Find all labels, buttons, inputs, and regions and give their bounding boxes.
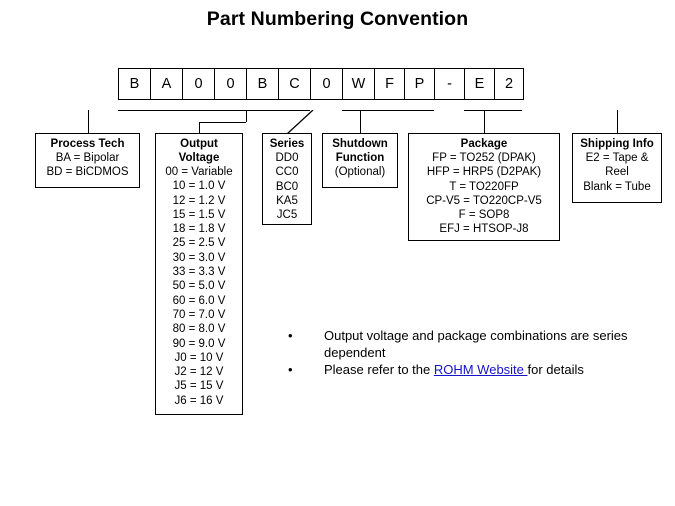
note-item: • Please refer to the ROHM Website for de… bbox=[288, 362, 660, 379]
legend-box-line: (Optional) bbox=[334, 166, 386, 178]
part-number-cell: C bbox=[279, 69, 311, 99]
legend-box-line: 18 = 1.8 V bbox=[172, 223, 226, 236]
legend-box-line: KA5 bbox=[276, 194, 298, 207]
legend-box-line: Reel bbox=[605, 166, 629, 179]
legend-box-line: FP = TO252 (DPAK) bbox=[432, 152, 536, 164]
legend-box-package: Package FP = TO252 (DPAK) HFP = HRP5 (D2PA… bbox=[408, 133, 560, 241]
connector-vertical bbox=[360, 110, 361, 133]
legend-box-line: 12 = 1.2 V bbox=[172, 194, 226, 207]
legend-box-line: 10 = 1.0 V bbox=[172, 180, 226, 193]
legend-box-line: 00 = Variable bbox=[165, 166, 233, 178]
note-text: Please refer to the ROHM Website for det… bbox=[324, 362, 660, 379]
legend-box-heading: Process Tech bbox=[50, 138, 125, 150]
note-text-post: for details bbox=[527, 362, 584, 377]
legend-box-line: EFJ = HTSOP-J8 bbox=[439, 223, 529, 236]
note-item: • Output voltage and package combinations… bbox=[288, 328, 660, 361]
legend-box-line: 30 = 3.0 V bbox=[172, 251, 226, 264]
legend-box-line: 60 = 6.0 V bbox=[172, 294, 226, 307]
connector-horizontal bbox=[374, 110, 434, 111]
legend-box-line: J0 = 10 V bbox=[174, 351, 224, 364]
legend-box-process-tech: Process Tech BA = Bipolar BD = BiCDMOS bbox=[35, 133, 140, 188]
connector-horizontal bbox=[118, 110, 182, 111]
part-number-cell: 0 bbox=[215, 69, 247, 99]
legend-box-line: CP-V5 = TO220CP-V5 bbox=[426, 194, 542, 207]
note-text-pre: Please refer to the bbox=[324, 362, 434, 377]
part-number-cell: B bbox=[247, 69, 279, 99]
part-number-cell: A bbox=[151, 69, 183, 99]
connector-vertical bbox=[88, 110, 89, 133]
legend-box-line: F = SOP8 bbox=[458, 209, 510, 222]
legend-box-line: 33 = 3.3 V bbox=[172, 266, 226, 279]
connector-diagonal bbox=[286, 110, 314, 135]
connector-horizontal bbox=[182, 110, 246, 111]
legend-box-heading: Shutdown bbox=[332, 138, 388, 150]
legend-box-heading: Output bbox=[180, 138, 218, 150]
legend-box-heading: Shipping Info bbox=[580, 138, 654, 150]
legend-box-line: 70 = 7.0 V bbox=[172, 308, 226, 321]
legend-box-line: 50 = 5.0 V bbox=[172, 280, 226, 293]
legend-box-line: E2 = Tape & bbox=[585, 152, 649, 164]
legend-box-heading: Package bbox=[460, 138, 508, 150]
page-title: Part Numbering Convention bbox=[206, 8, 469, 30]
part-number-cell: 2 bbox=[504, 76, 514, 92]
connector-vertical bbox=[199, 122, 200, 133]
part-number-cell: B bbox=[119, 69, 151, 99]
legend-box-line: 80 = 8.0 V bbox=[172, 323, 226, 336]
legend-box-line: CC0 bbox=[275, 166, 299, 179]
legend-box-line: DD0 bbox=[275, 152, 299, 164]
legend-box-line: 90 = 9.0 V bbox=[172, 337, 226, 350]
part-number-cell: 0 bbox=[311, 69, 343, 99]
part-number-cell: P bbox=[405, 69, 435, 99]
part-number-cell: E bbox=[465, 69, 495, 99]
legend-box-line: Blank = Tube bbox=[583, 180, 651, 193]
note-text-pre: Output voltage and package combinations … bbox=[324, 328, 628, 360]
connector-vertical bbox=[484, 110, 485, 133]
bullet-icon: • bbox=[288, 362, 293, 377]
legend-box-line: 15 = 1.5 V bbox=[172, 208, 226, 221]
legend-box-line: JC5 bbox=[276, 209, 298, 222]
part-number-cell: - bbox=[435, 69, 465, 99]
connector-vertical bbox=[246, 110, 247, 122]
legend-box-line: BA = Bipolar bbox=[55, 152, 120, 164]
legend-box-line: BD = BiCDMOS bbox=[46, 166, 129, 179]
connector-horizontal bbox=[199, 122, 246, 123]
notes-list: • Output voltage and package combinations… bbox=[288, 328, 660, 380]
legend-box-heading: Series bbox=[269, 138, 305, 150]
legend-box-line: J5 = 15 V bbox=[174, 380, 224, 393]
rohm-website-link[interactable]: ROHM Website bbox=[433, 362, 528, 377]
connector-horizontal bbox=[464, 110, 522, 111]
legend-box-heading: Function bbox=[335, 152, 385, 164]
legend-box-line: 25 = 2.5 V bbox=[172, 237, 226, 250]
legend-box-line: J2 = 12 V bbox=[174, 366, 224, 379]
bullet-icon: • bbox=[288, 328, 293, 343]
legend-box-line: T = TO220FP bbox=[449, 180, 519, 193]
legend-box-heading: Voltage bbox=[178, 152, 220, 164]
connector-horizontal bbox=[246, 110, 310, 111]
legend-box-line: HFP = HRP5 (D2PAK) bbox=[426, 166, 542, 179]
note-text: Output voltage and package combinations … bbox=[324, 328, 660, 361]
connector-vertical bbox=[617, 110, 618, 133]
connector-horizontal bbox=[342, 110, 374, 111]
legend-box-line: J6 = 16 V bbox=[174, 394, 224, 407]
legend-box-line: BC0 bbox=[275, 180, 299, 193]
part-number-cell: F bbox=[375, 69, 405, 99]
part-number-cell: 0 bbox=[183, 69, 215, 99]
part-number-cell: W bbox=[343, 69, 375, 99]
